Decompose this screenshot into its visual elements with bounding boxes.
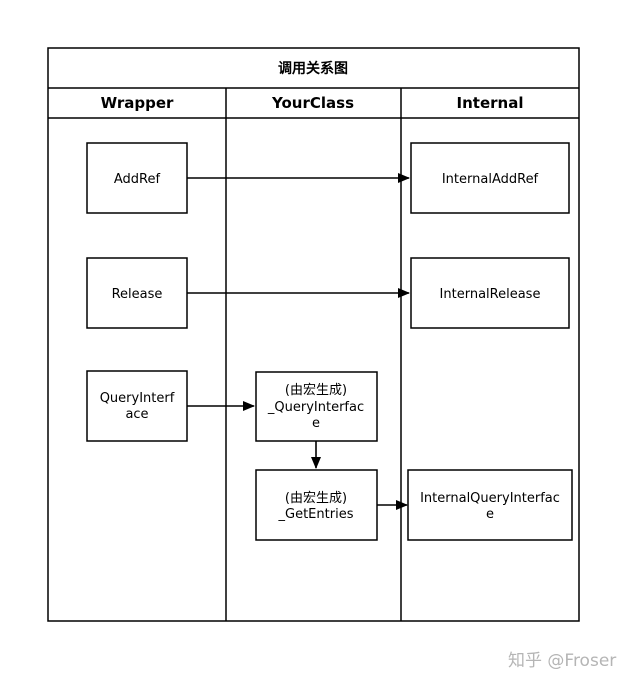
- watermark: 知乎 @Froser: [508, 651, 617, 671]
- node-release-label: Release: [112, 287, 163, 302]
- node-internal-queryinterface-label-line2: e: [486, 507, 494, 522]
- lane-header-internal: Internal: [457, 94, 524, 112]
- node-queryinterface-label-line2: ace: [125, 407, 148, 422]
- node-internal-release-label: InternalRelease: [440, 287, 541, 302]
- lane-header-wrapper: Wrapper: [101, 94, 174, 112]
- node-internal-queryinterface: InternalQueryInterfac e: [407, 469, 573, 541]
- node-addref: AddRef: [86, 142, 188, 214]
- node-macro-queryinterface-label-line3: e: [312, 416, 320, 431]
- node-queryinterface-label-line1: QueryInterf: [100, 391, 175, 406]
- node-internal-addref-label: InternalAddRef: [442, 172, 539, 187]
- lane-header-yourclass: YourClass: [271, 94, 354, 112]
- diagram-title: 调用关系图: [278, 60, 348, 77]
- node-internal-queryinterface-label-line1: InternalQueryInterfac: [420, 491, 560, 506]
- node-macro-queryinterface-label-line2: _QueryInterfac: [267, 400, 364, 415]
- node-addref-label: AddRef: [114, 172, 161, 187]
- node-queryinterface: QueryInterf ace: [86, 370, 188, 442]
- node-macro-queryinterface-label-line1: (由宏生成): [285, 383, 347, 398]
- node-internal-addref: InternalAddRef: [410, 142, 570, 214]
- node-macro-queryinterface: (由宏生成) _QueryInterfac e: [255, 371, 378, 442]
- node-release: Release: [86, 257, 188, 329]
- node-macro-getentries-label-line1: (由宏生成): [285, 491, 347, 506]
- node-macro-getentries: (由宏生成) _GetEntries: [255, 469, 378, 541]
- node-macro-getentries-label-line2: _GetEntries: [278, 507, 354, 522]
- node-internal-release: InternalRelease: [410, 257, 570, 329]
